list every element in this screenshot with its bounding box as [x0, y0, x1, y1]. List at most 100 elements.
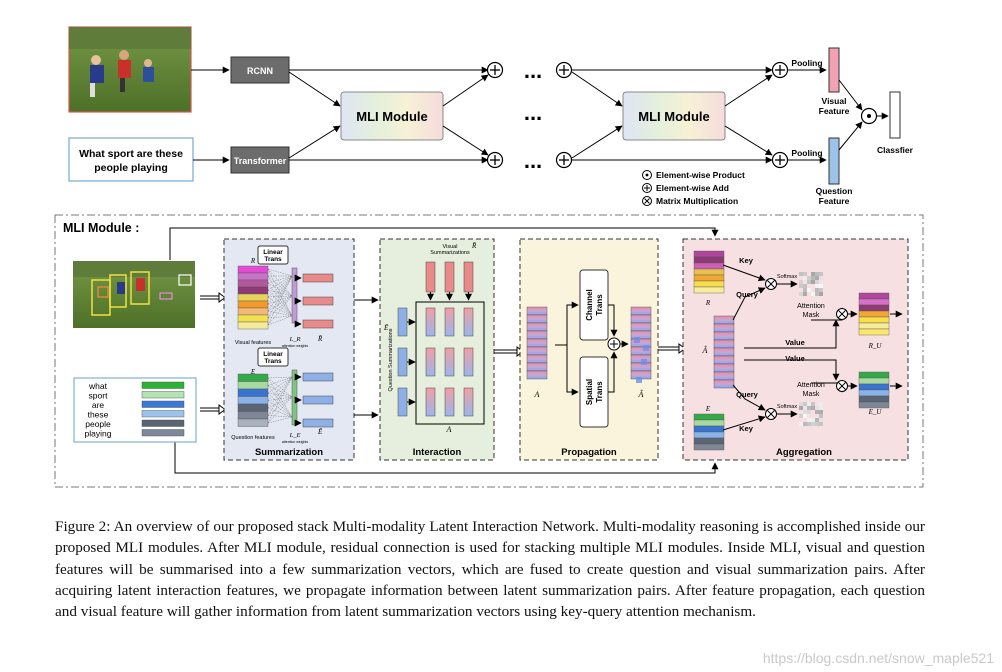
Ebar-label-sum: Ē	[317, 428, 323, 436]
attention-mask-cell	[807, 410, 811, 414]
aggregation-E-row	[693, 443, 725, 451]
matmul-circle-1	[765, 278, 777, 290]
ebar-summaries	[294, 372, 334, 428]
interaction-panel	[379, 238, 495, 461]
interaction-cell	[463, 307, 474, 337]
attention-mask-cell	[811, 406, 815, 410]
add-circle-5	[771, 61, 789, 79]
LR-label: L_R	[289, 336, 301, 343]
aggregation-Ahat-row	[713, 355, 735, 365]
Rbar-label-sum: R̄	[317, 335, 323, 343]
attention-mask-cell	[803, 410, 807, 414]
visual-summarization-line	[267, 303, 293, 317]
question-word: are	[92, 400, 105, 410]
question-feature-row	[237, 403, 269, 412]
attention-mask-cell	[799, 292, 803, 296]
question-feature-row	[237, 411, 269, 420]
EU-label: E_U	[868, 408, 883, 416]
attention-mask-cell	[819, 406, 823, 410]
visual-summarization-line	[267, 275, 293, 284]
aggregation-Ahat-row	[713, 339, 735, 349]
attention-mask-cell	[807, 406, 811, 410]
question-text: What sport are these	[79, 148, 183, 160]
attention-mask-cell	[819, 414, 823, 418]
LE-label: L_E	[289, 432, 301, 439]
visual-feature-row	[237, 321, 269, 330]
ebar-summary-vector	[302, 418, 334, 428]
visual-summarization-line	[267, 295, 293, 305]
interaction-cell	[425, 347, 436, 377]
question-word: people	[85, 419, 111, 429]
aggregation-EU-row	[858, 401, 890, 409]
propagation-Ahat-column	[630, 306, 652, 383]
aggregation-EU-row	[858, 383, 890, 391]
matmul-circle-4	[836, 380, 848, 392]
visual-summarization-line	[267, 315, 293, 319]
question-summarization-line	[267, 376, 293, 409]
aggregation-E-row	[693, 413, 725, 421]
visual-summarization-line	[267, 282, 293, 317]
propagation-A-row	[526, 370, 548, 380]
classifier-bar	[889, 91, 901, 139]
pooling-label-1: Pooling	[791, 58, 822, 68]
visual-summarization-line	[267, 275, 293, 319]
aggregation-EU-row	[858, 389, 890, 397]
attention-mask-cell	[819, 422, 823, 426]
visual-feature-row	[237, 307, 269, 316]
architecture-diagram: What sport are these people playing RCNN…	[54, 26, 924, 488]
attention-mask-cell	[815, 292, 819, 296]
question-summarization-line	[267, 376, 293, 416]
query-label-2: Query	[736, 390, 759, 399]
visual-summarization-line	[267, 268, 293, 277]
mli-module-title: MLI Module :	[63, 221, 139, 235]
propagation-A-row	[526, 354, 548, 364]
aggregation-RU-stack	[858, 292, 890, 336]
interaction-title: Interaction	[413, 447, 462, 458]
question-features-label: Question features	[231, 435, 275, 441]
propagation-Ahat-row-patch	[634, 337, 640, 343]
question-summarization-line	[267, 376, 293, 386]
visual-summarization-line	[267, 295, 293, 326]
Rbar-label-int: R̄	[471, 242, 477, 250]
attention-mask-cell	[799, 402, 803, 406]
aggregation-Ahat-row	[713, 315, 735, 325]
attention-mask-cell	[807, 288, 811, 292]
question-summarization-line	[267, 392, 293, 418]
RU-label: R_U	[868, 342, 883, 350]
attention-mask-cell	[799, 414, 803, 418]
question-summarization-line	[267, 376, 293, 401]
visual-summarization-line	[267, 289, 293, 317]
attention-mask-cell	[811, 292, 815, 296]
visual-feature-row	[237, 314, 269, 323]
aggregation-Ahat-row	[713, 379, 735, 389]
propagation-Ahat-row	[630, 306, 652, 316]
attention-mask-1	[799, 272, 823, 296]
le-attention-weights	[291, 369, 298, 426]
aggregation-R-row	[693, 256, 725, 264]
visual-summary-column	[444, 261, 455, 293]
question-feature-row	[237, 388, 269, 397]
attention-mask-cell	[799, 280, 803, 284]
aggregation-R-row	[693, 280, 725, 288]
E-label-agg: E	[705, 405, 711, 413]
detection-image	[73, 261, 195, 328]
linear-trans-box-2	[257, 347, 289, 367]
question-features-stack	[237, 373, 269, 427]
aggregation-RU-row	[858, 328, 890, 336]
attention-mask-cell	[819, 284, 823, 288]
attention-mask-cell	[811, 276, 815, 280]
R-label-sum: R	[250, 257, 256, 265]
aggregation-RU-row	[858, 322, 890, 330]
aggregation-Ahat-column	[713, 315, 735, 389]
question-word: what	[88, 381, 108, 391]
question-summary-row	[397, 347, 408, 377]
word-embedding-bar	[141, 410, 185, 418]
aggregation-title: Aggregation	[776, 447, 832, 458]
attention-mask-cell	[803, 414, 807, 418]
question-feature-row	[237, 396, 269, 405]
visual-summarization-line	[267, 315, 293, 326]
visual-summarization-line	[267, 296, 293, 317]
attention-mask-cell	[815, 418, 819, 422]
ellipsis-1: ...	[524, 58, 542, 83]
